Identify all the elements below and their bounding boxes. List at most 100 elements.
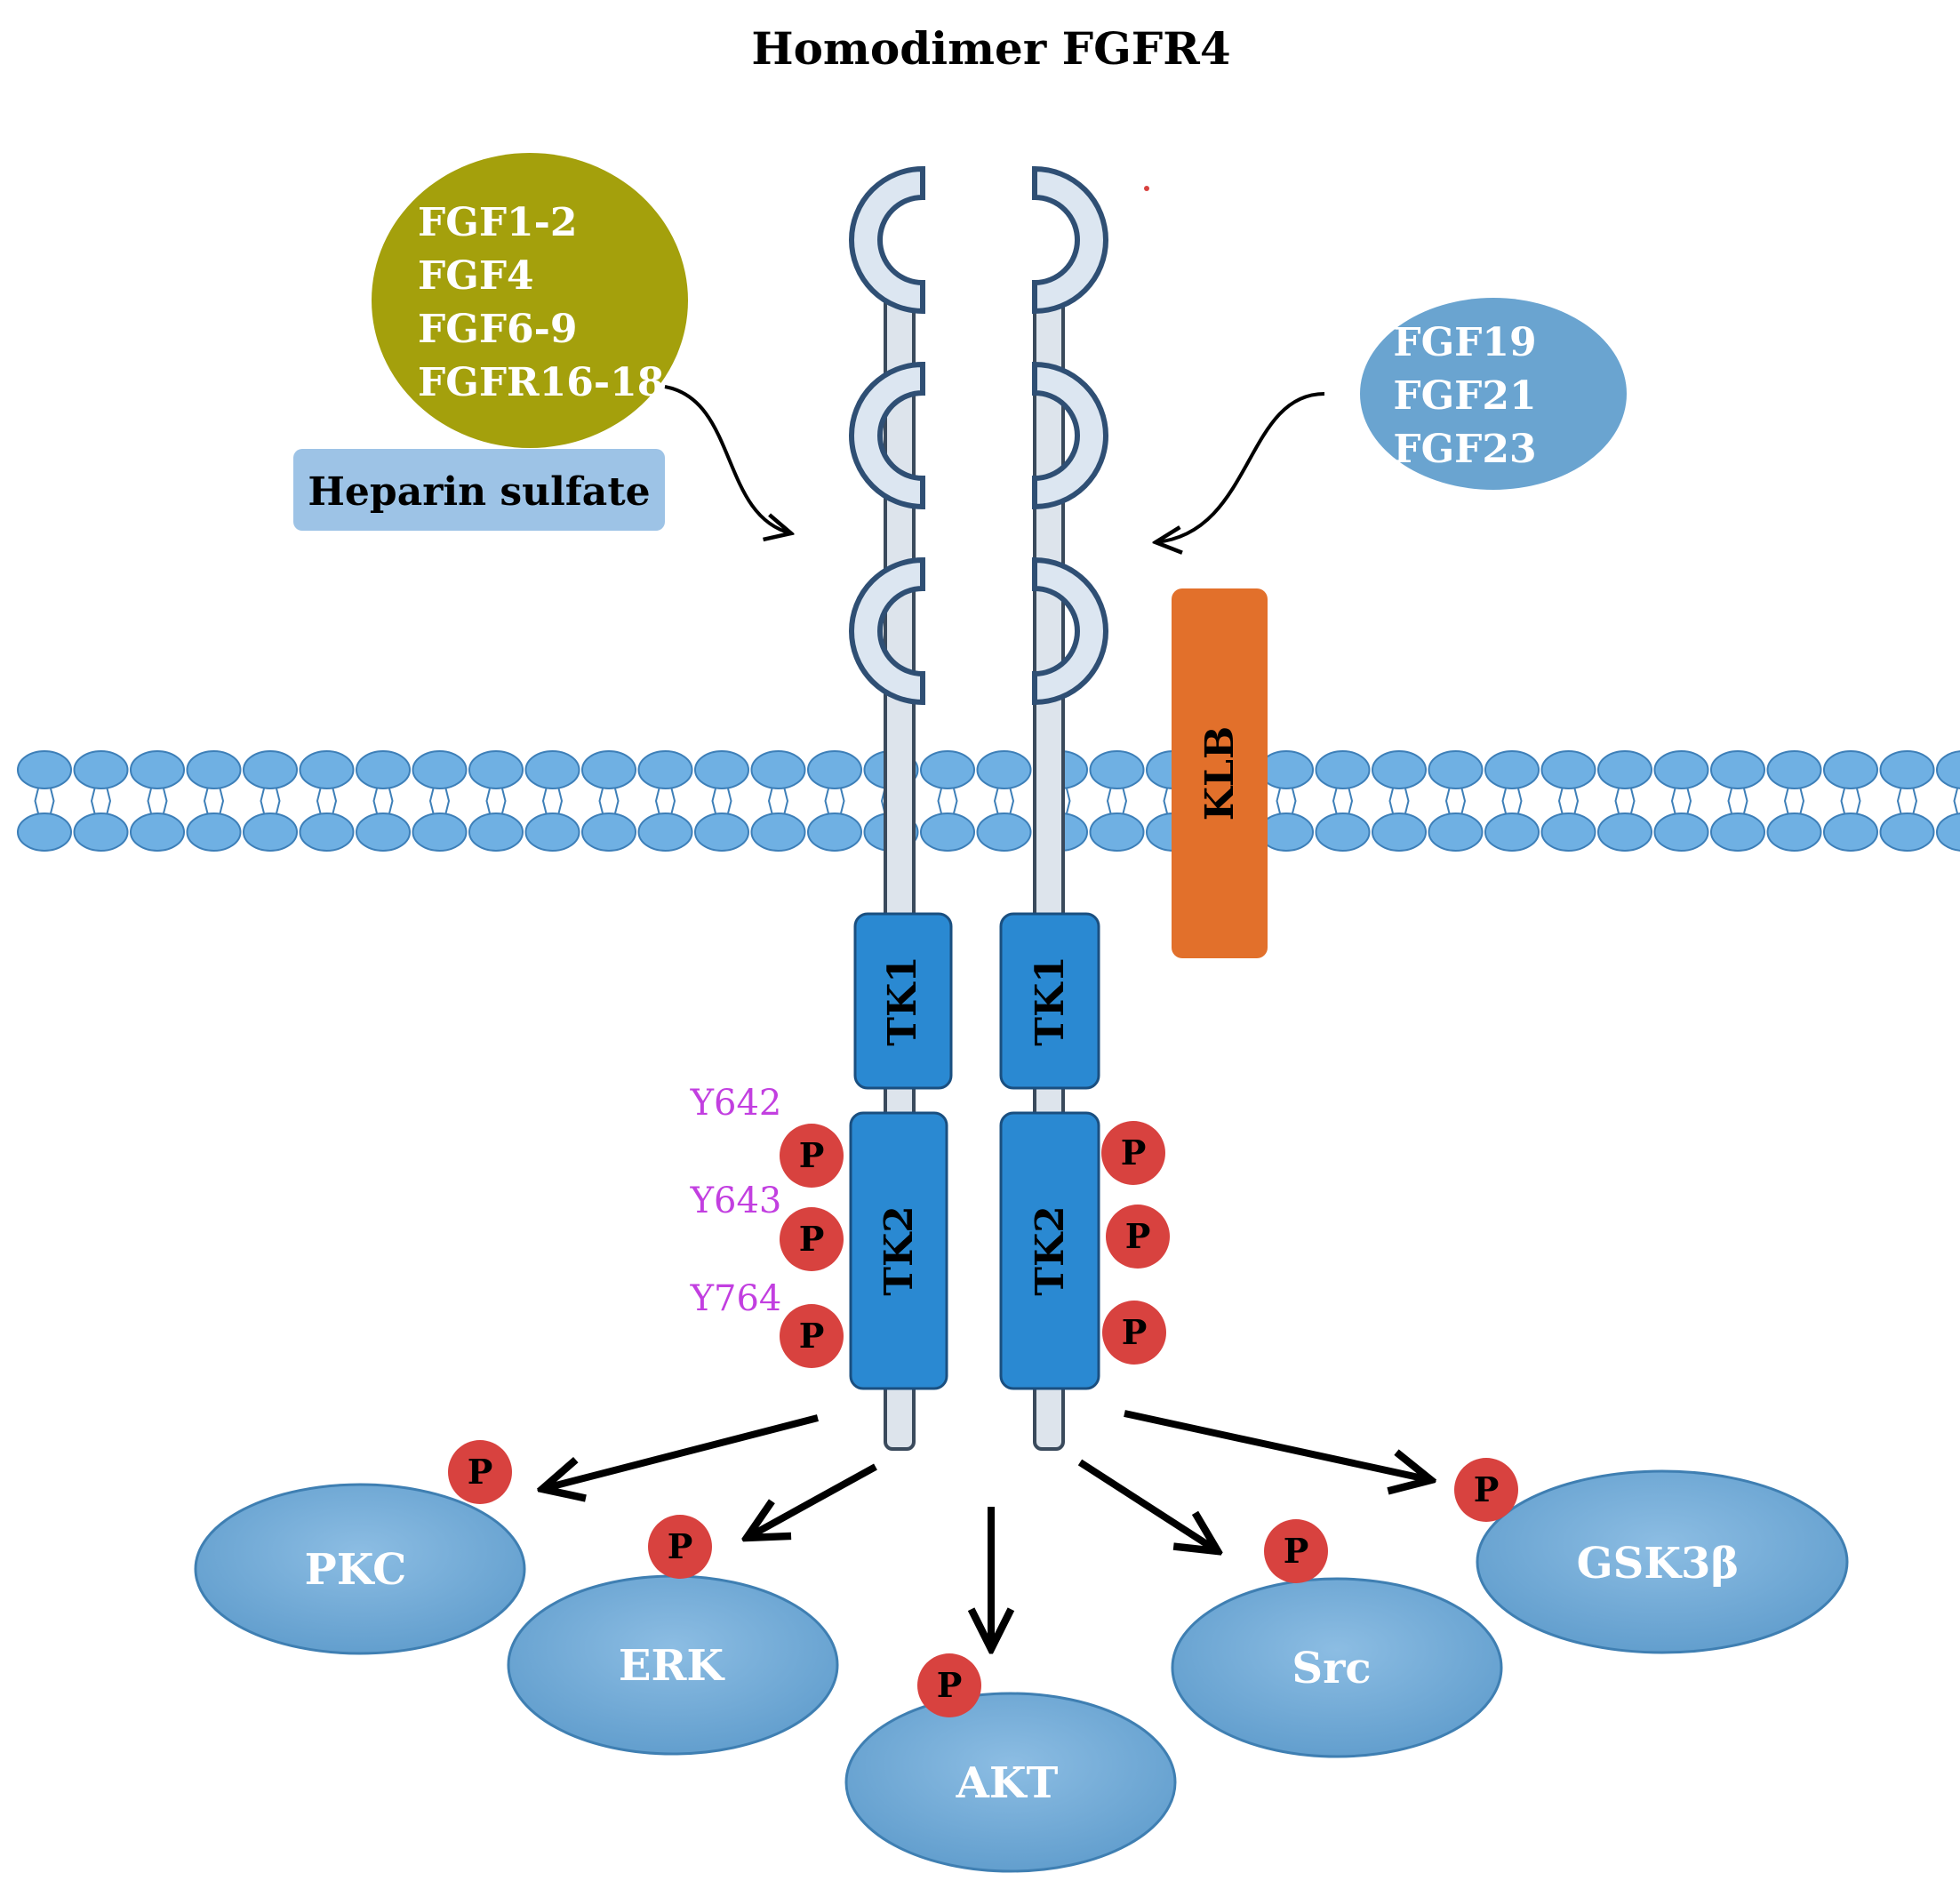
lipid-tail — [501, 788, 507, 814]
lipid-head — [412, 812, 468, 852]
tyrosine-site-label: Y642 — [690, 1083, 782, 1124]
ig-domain-right-2 — [1032, 361, 1108, 510]
phospho-label: P — [799, 1219, 825, 1259]
kinase-right: TK1 TK2 — [999, 912, 1100, 1390]
phospho-label: P — [668, 1526, 693, 1566]
lipid-tail — [1501, 788, 1507, 814]
tk2-right-label: TK2 — [1028, 1205, 1073, 1296]
effector-gsk3b-ellipse — [1476, 1469, 1849, 1654]
effector-src-ellipse — [1171, 1577, 1503, 1758]
tk2-right-box — [999, 1111, 1100, 1390]
phospho-circle — [780, 1207, 844, 1271]
lipid-head — [1653, 812, 1709, 852]
lipid-tail — [953, 788, 958, 814]
lipid-tail — [1122, 788, 1128, 814]
tk1-right-label: TK1 — [1028, 956, 1073, 1046]
ig-domains — [849, 165, 1149, 706]
phospho-badge: P — [780, 1124, 844, 1188]
arrow-to-pkc — [542, 1414, 819, 1489]
lipid-tail — [90, 788, 96, 814]
lipid-head — [1936, 812, 1960, 852]
ig-domain-left-2 — [849, 361, 925, 510]
lipid-head — [807, 750, 862, 789]
effector-pkc-label: PKC — [305, 1545, 407, 1595]
lipid-tail — [1009, 788, 1015, 814]
effector-src: Src — [1171, 1577, 1503, 1758]
tyrosine-site-label: Y764 — [690, 1278, 782, 1319]
lipid-head — [1710, 750, 1765, 789]
lipid-head — [1823, 812, 1878, 852]
lipid-tail — [1404, 788, 1410, 814]
phospho-label: P — [1284, 1531, 1309, 1571]
phospho-circle — [1264, 1519, 1328, 1583]
tk1-left-box — [853, 912, 953, 1090]
effector-erk-label: ERK — [619, 1641, 725, 1691]
lipid-tail — [106, 788, 112, 814]
effector-gsk3b: GSK3β — [1476, 1469, 1849, 1654]
lipid-head — [1484, 750, 1540, 789]
ligand-group-left: FGF1-2 FGF4 FGF6-9 FGFR16-18 — [372, 153, 688, 448]
lipid-tail — [1444, 788, 1451, 814]
lipid-head — [356, 812, 411, 852]
ig-domain-right-3 — [1032, 556, 1108, 706]
phospho-badge: P — [1264, 1519, 1328, 1583]
lipid-tail — [1670, 788, 1676, 814]
lipid-head — [581, 750, 636, 789]
phospho-circle — [780, 1304, 844, 1368]
heparin-sulfate-box: Heparin sulfate — [293, 449, 665, 531]
ligand-left-item: FGF1-2 — [418, 200, 578, 245]
tk1-left-label: TK1 — [880, 956, 925, 1046]
lipid-tail — [1332, 788, 1338, 814]
ig-domain-right-1 — [1032, 165, 1108, 315]
phospho-circle — [1106, 1205, 1170, 1269]
lipid-head — [1428, 750, 1484, 789]
lipid-tail — [1292, 788, 1297, 814]
lipid-head — [976, 812, 1032, 852]
phospho-badge: P — [917, 1653, 981, 1717]
lipid-tail — [557, 788, 564, 814]
lipid-head — [1879, 750, 1935, 789]
lipid-tail — [993, 788, 999, 814]
lipid-tail — [276, 788, 281, 814]
kinase-left: TK1 TK2 — [849, 912, 953, 1390]
lipid-head — [694, 750, 749, 789]
phospho-circle — [448, 1440, 512, 1504]
phospho-label: P — [799, 1135, 825, 1175]
lipid-tail — [767, 788, 773, 814]
tyrosine-site-label: Y643 — [690, 1181, 782, 1221]
lipid-head — [1766, 812, 1822, 852]
lipid-tail — [840, 788, 845, 814]
phospho-badge: P — [780, 1207, 844, 1271]
lipid-head — [73, 750, 129, 789]
phospho-badge: P — [1106, 1205, 1170, 1269]
klb-label: KLB — [1197, 726, 1243, 820]
lipid-head — [1653, 750, 1709, 789]
lipid-head — [750, 750, 806, 789]
lipid-tail — [147, 788, 152, 814]
ligand-right-item: FGF23 — [1393, 427, 1536, 472]
lipid-tail — [1163, 788, 1168, 814]
lipid-tail — [1743, 788, 1748, 814]
lipid-head — [1089, 750, 1145, 789]
lipid-tail — [163, 788, 168, 814]
lipid-head — [1597, 812, 1652, 852]
ig-domain-left-1 — [849, 165, 925, 315]
lipid-tail — [1106, 788, 1112, 814]
lipid-tail — [1460, 788, 1467, 814]
phospho-badge: P — [448, 1440, 512, 1504]
lipid-head — [130, 812, 185, 852]
lipid-head — [1372, 812, 1427, 852]
effector-erk: ERK — [507, 1574, 839, 1756]
lipid-tail — [711, 788, 716, 814]
ig-domain-left-3 — [849, 556, 925, 706]
lipid-tail — [1840, 788, 1845, 814]
lipid-head — [186, 812, 242, 852]
lipid-head — [1540, 750, 1596, 789]
page-title: Homodimer FGFR4 — [751, 22, 1230, 75]
lipid-head — [1710, 812, 1765, 852]
lipid-head — [1540, 812, 1596, 852]
phospho-label: P — [1474, 1469, 1500, 1509]
lipid-head — [243, 750, 298, 789]
ligand-left-ellipse — [372, 153, 688, 448]
lipid-head — [356, 750, 411, 789]
